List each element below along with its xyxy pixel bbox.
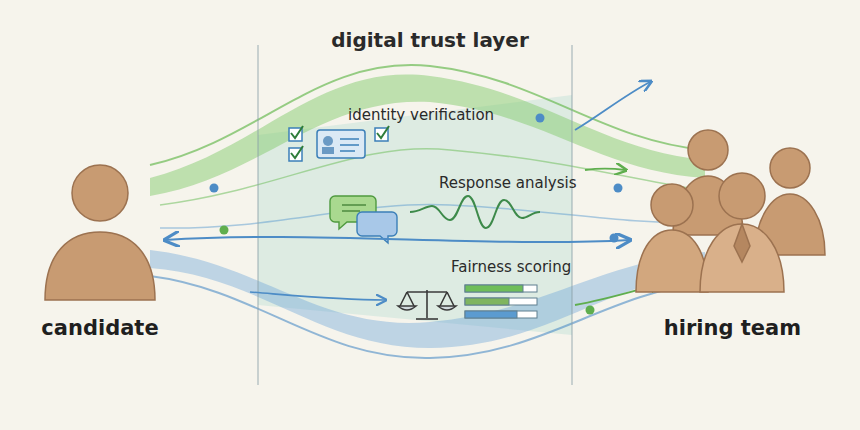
service-item: Fairness scoring: [448, 256, 575, 278]
checkbox-icon: [289, 128, 388, 161]
scale-icon: [398, 290, 456, 319]
flow-arrow: [575, 82, 650, 130]
flow-arrow: [585, 169, 625, 171]
node-dot: [536, 114, 545, 123]
hiring-team-node: hiring team: [630, 122, 835, 340]
layer-boundary: [571, 45, 572, 385]
item-label: Response analysis: [439, 174, 577, 192]
node-dot: [586, 306, 595, 315]
service-item: identity verification: [345, 104, 498, 126]
flow-arrow: [250, 292, 385, 300]
node-dot: [220, 226, 229, 235]
diagram-title: digital trust layer: [0, 28, 860, 52]
title-text: digital trust layer: [331, 28, 529, 52]
band-stroke: [160, 149, 700, 205]
signal-wave: [410, 196, 540, 228]
person-label: hiring team: [664, 316, 801, 340]
service-item: Response analysis: [436, 172, 580, 194]
person-label: candidate: [41, 316, 158, 340]
layer-boundary: [257, 45, 258, 385]
score-bar: [465, 285, 537, 318]
green-band: [150, 75, 705, 196]
candidate-figure: [45, 165, 155, 300]
chat-icon: [330, 196, 397, 243]
node-dot: [614, 184, 623, 193]
band-stroke: [160, 204, 700, 228]
node-dot: [210, 184, 219, 193]
item-label: Fairness scoring: [451, 258, 572, 276]
hiring-team-figure: [636, 130, 825, 292]
check-mark: [291, 126, 389, 158]
flow-connector: [165, 237, 630, 242]
id-card-icon: [317, 130, 365, 158]
item-label: identity verification: [348, 106, 495, 124]
green-band-stroke: [150, 65, 705, 165]
blue-band-stroke: [150, 276, 705, 358]
candidate-node: candidate: [35, 160, 165, 340]
